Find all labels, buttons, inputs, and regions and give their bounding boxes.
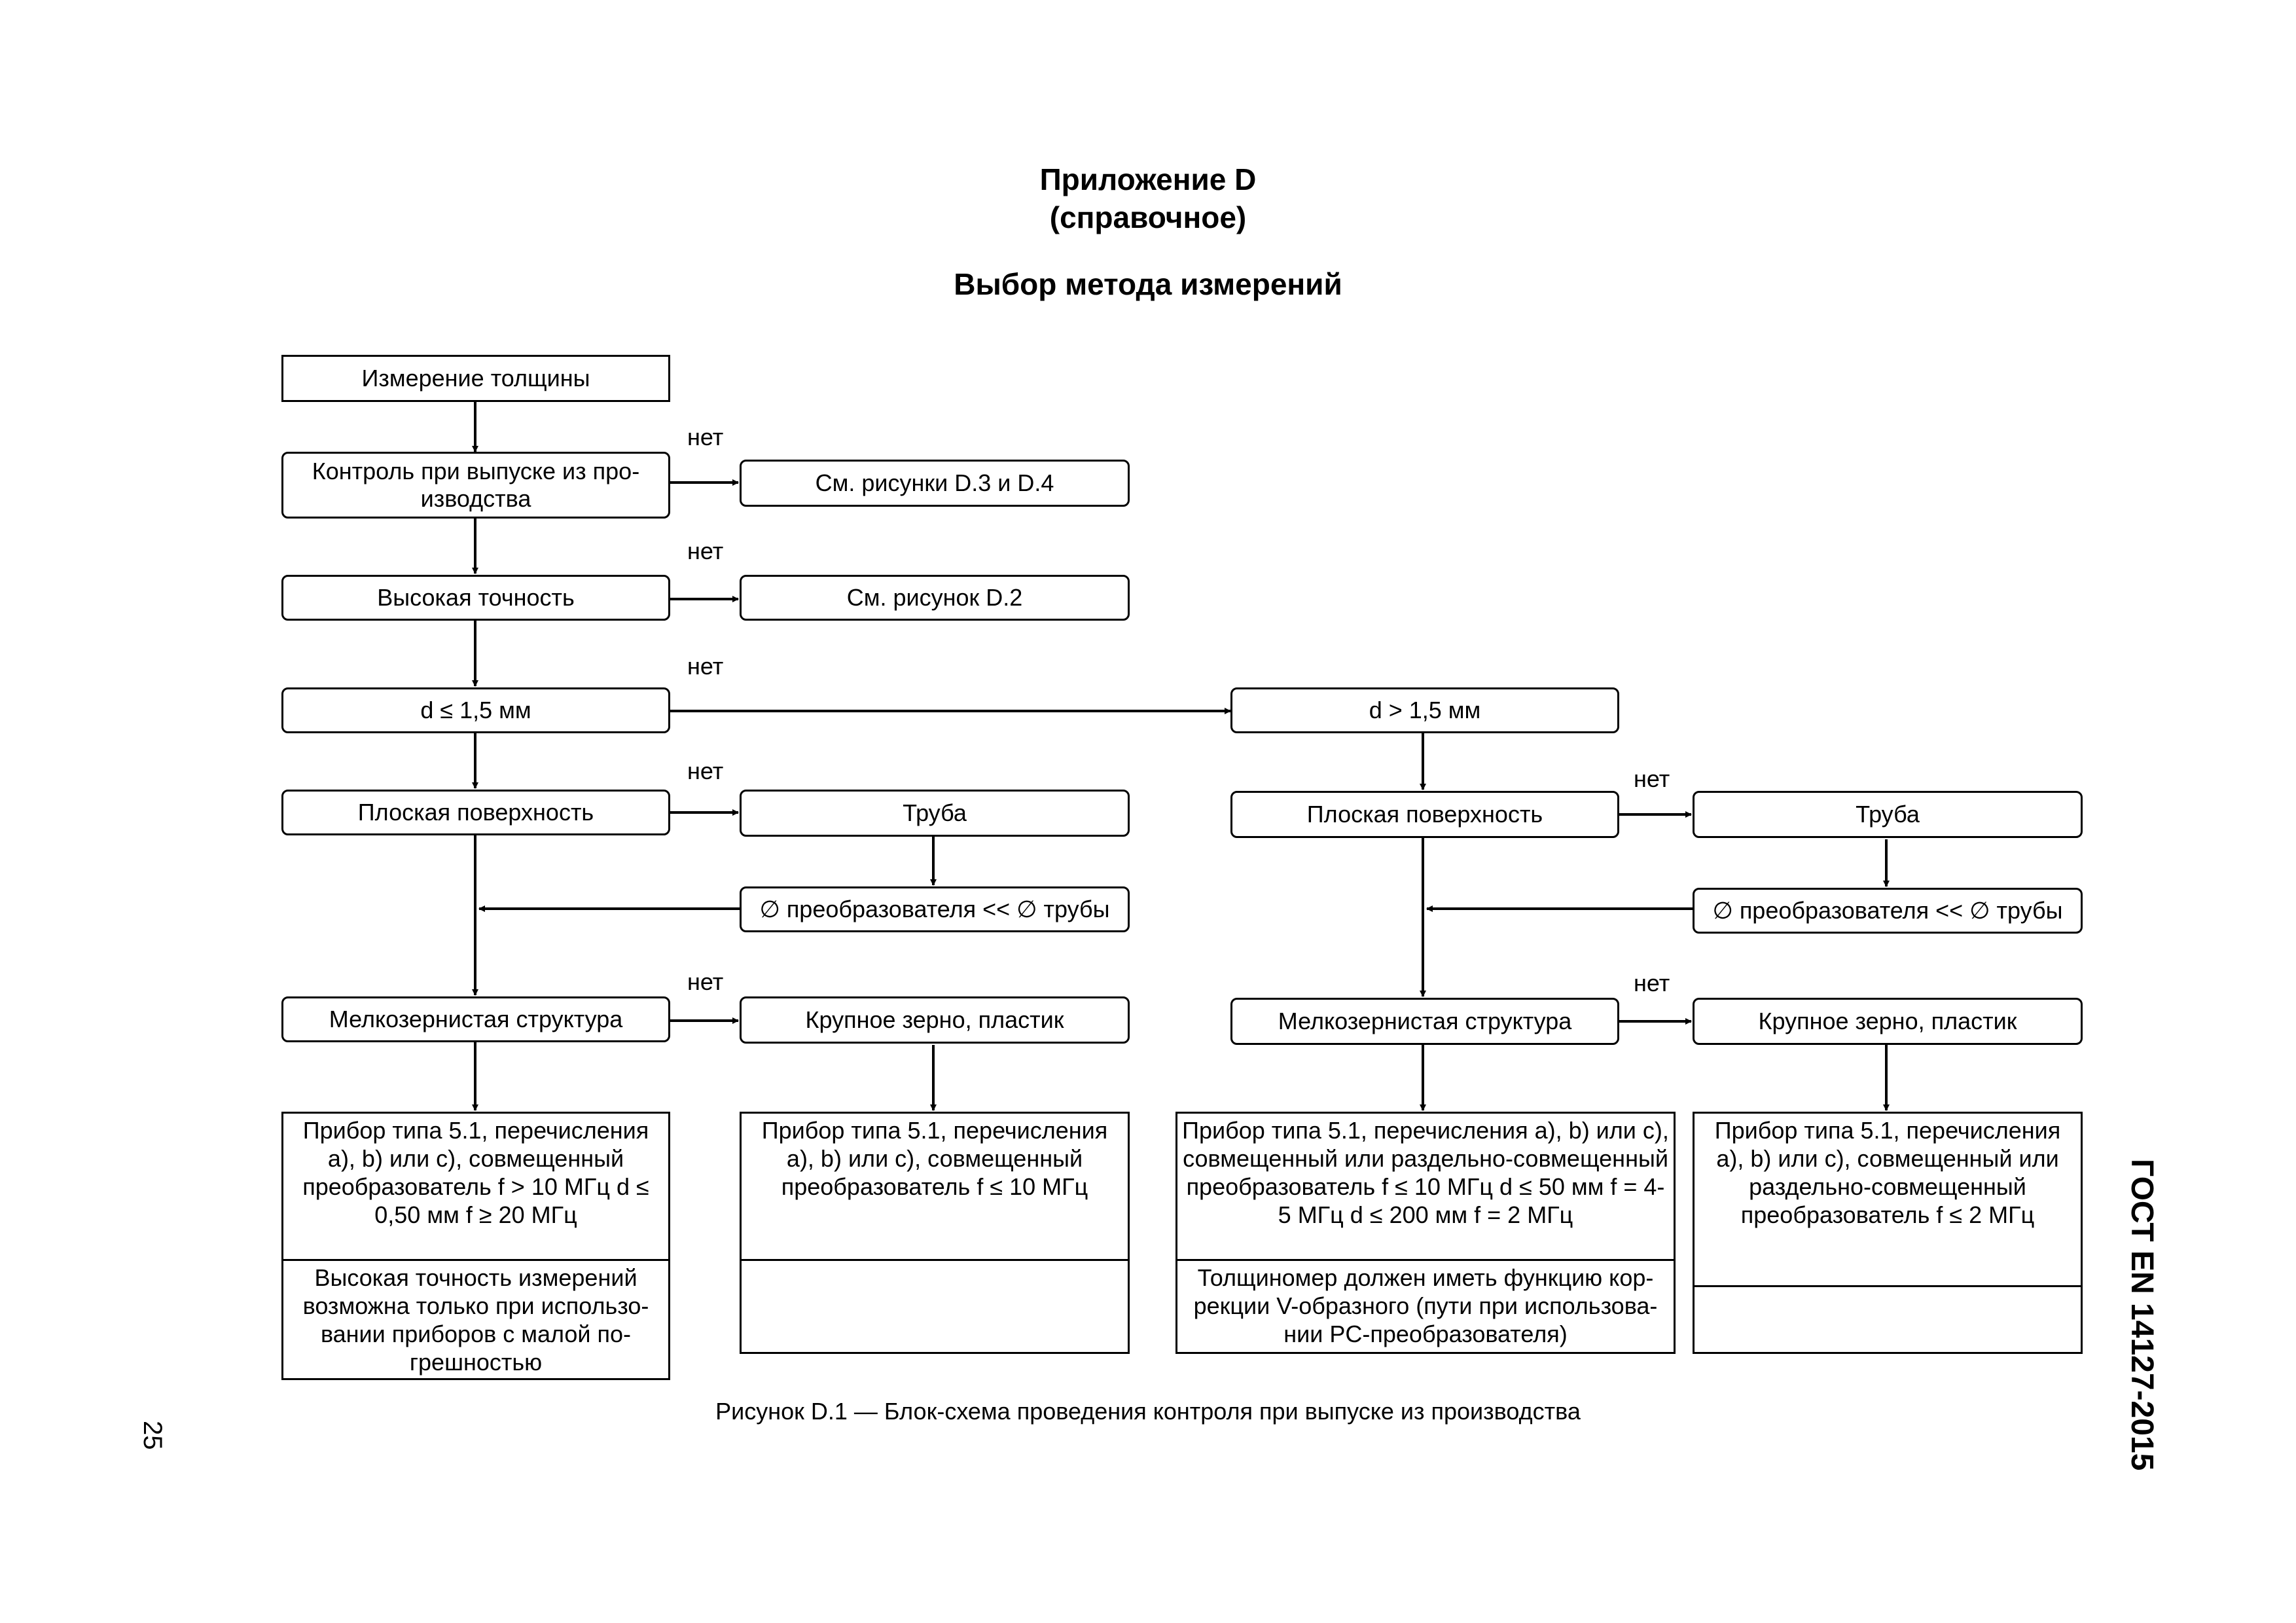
no-label-flat-right: нет <box>1634 765 1670 792</box>
result-fine-left-spec: Прибор типа 5.1, перечисления а), b) или… <box>302 1117 649 1228</box>
flat-surface-label-left: Плоская поверхность <box>357 799 594 826</box>
fine-grain-node-left: Мелкозернистая структура <box>281 996 670 1042</box>
start-node: Измерение толщины <box>281 355 670 402</box>
fine-grain-label-left: Мелкозернистая структура <box>329 1006 623 1032</box>
thick-wall-label: d > 1,5 мм <box>1369 697 1481 723</box>
transducer-label-right: ∅ преобразователя << ∅ трубы <box>1712 897 2063 924</box>
appendix-label: Приложение D <box>1039 162 1257 196</box>
high-accuracy-label: Высокая точность <box>377 584 575 611</box>
result-coarse-right: Прибор типа 5.1, перечисления а), b) или… <box>1693 1112 2083 1354</box>
pipe-label-left: Труба <box>903 799 967 826</box>
release-control-node: Контроль при выпуске из про-изводства <box>281 452 670 519</box>
flat-surface-node-right: Плоская поверхность <box>1230 791 1619 838</box>
no-label-fine-right: нет <box>1634 970 1670 996</box>
standard-designation: ГОСТ EN 14127-2015 <box>2125 1159 2159 1471</box>
page-title: Выбор метода измерений <box>954 267 1342 301</box>
no-label-flat-left: нет <box>687 757 724 784</box>
see-d2-label: См. рисунок D.2 <box>846 584 1023 611</box>
result-fine-right-note: Толщиномер должен иметь функцию кор-рекц… <box>1177 1259 1674 1352</box>
transducer-node-right: ∅ преобразователя << ∅ трубы <box>1693 888 2083 934</box>
release-control-label: Контроль при выпуске из про-изводства <box>312 458 640 512</box>
coarse-grain-node-right: Крупное зерно, пластик <box>1693 998 2083 1045</box>
see-d2-node: См. рисунок D.2 <box>740 575 1130 621</box>
coarse-grain-label-left: Крупное зерно, пластик <box>805 1006 1064 1033</box>
pipe-node-right: Труба <box>1693 791 2083 838</box>
flat-surface-node-left: Плоская поверхность <box>281 790 670 835</box>
pipe-node-left: Труба <box>740 790 1130 837</box>
transducer-node-left: ∅ преобразователя << ∅ трубы <box>740 886 1130 932</box>
result-coarse-left-note <box>742 1259 1128 1352</box>
thin-wall-node: d ≤ 1,5 мм <box>281 687 670 733</box>
result-coarse-right-note <box>1695 1285 2081 1352</box>
figure-caption: Рисунок D.1 — Блок-схема проведения конт… <box>715 1398 1581 1425</box>
see-d3-d4-node: См. рисунки D.3 и D.4 <box>740 460 1130 507</box>
fine-grain-node-right: Мелкозернистая структура <box>1230 998 1619 1045</box>
coarse-grain-node-left: Крупное зерно, пластик <box>740 996 1130 1044</box>
result-fine-left: Прибор типа 5.1, перечисления а), b) или… <box>281 1112 670 1380</box>
start-node-label: Измерение толщины <box>361 365 590 392</box>
result-fine-right-spec: Прибор типа 5.1, перечисления а), b) или… <box>1182 1117 1669 1228</box>
pipe-label-right: Труба <box>1856 801 1920 828</box>
no-label-fine-left: нет <box>687 968 724 995</box>
appendix-status: (справочное) <box>1049 200 1247 234</box>
result-coarse-left-spec: Прибор типа 5.1, перечисления а), b) или… <box>761 1117 1108 1200</box>
fine-grain-label-right: Мелкозернистая структура <box>1278 1008 1572 1034</box>
result-coarse-left: Прибор типа 5.1, перечисления а), b) или… <box>740 1112 1130 1354</box>
no-label-accuracy: нет <box>687 538 724 564</box>
result-fine-right: Прибор типа 5.1, перечисления а), b) или… <box>1175 1112 1676 1354</box>
flat-surface-label-right: Плоская поверхность <box>1306 801 1543 828</box>
no-label-thin: нет <box>687 653 724 680</box>
result-fine-left-note: Высокая точность измерений возможна толь… <box>283 1259 668 1378</box>
coarse-grain-label-right: Крупное зерно, пластик <box>1758 1008 2017 1034</box>
high-accuracy-node: Высокая точность <box>281 575 670 621</box>
appendix-heading: Приложение D (справочное) <box>0 160 2296 236</box>
result-coarse-right-spec: Прибор типа 5.1, перечисления а), b) или… <box>1714 1117 2061 1228</box>
transducer-label-left: ∅ преобразователя << ∅ трубы <box>759 896 1110 922</box>
see-d3-d4-label: См. рисунки D.3 и D.4 <box>815 469 1054 496</box>
thick-wall-node: d > 1,5 мм <box>1230 687 1619 733</box>
thin-wall-label: d ≤ 1,5 мм <box>420 697 531 723</box>
page-number: 25 <box>138 1421 167 1450</box>
no-label-release: нет <box>687 424 724 450</box>
